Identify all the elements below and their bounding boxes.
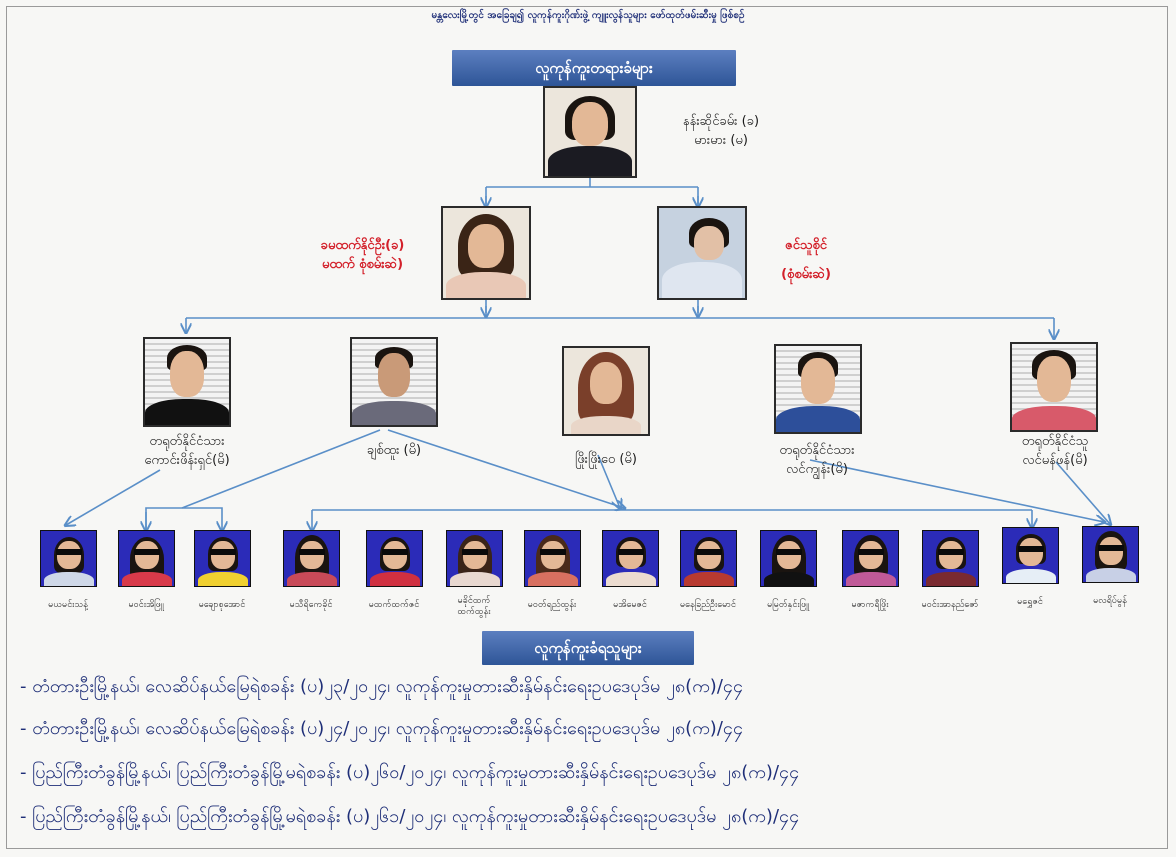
- level3-label-2: ချစ်ထူး (မိ): [344, 441, 444, 460]
- victim-photo-9: [680, 530, 737, 587]
- victim-name-6: မခိုင်ထက်: [457, 596, 491, 606]
- ringleader-name: နန်းဆိုင်ခမ်း (ခ): [682, 114, 760, 129]
- victim-name-8: မအိမေဇင်: [613, 600, 647, 610]
- victim-photo-14: [1082, 526, 1139, 583]
- level2-name-1: ခမထက်နိုင်ဦး(ခ): [320, 238, 405, 253]
- page-title: မန္တလေးမြို့တွင် အခြေချ၍ လူကုန်ကူးဂိုဏ်း…: [431, 10, 745, 21]
- level3-name-3: ဖြိုးဖြိုးဝေ (မိ): [575, 452, 637, 467]
- level3-photo-4: [774, 344, 862, 434]
- victim-label-4: မသီရိကေခိုင်: [271, 600, 351, 611]
- victim-name-9: မနေခြည်ဦးမောင်: [680, 600, 736, 610]
- victim-label-2: မဝင်းအိဖြူ: [106, 600, 186, 611]
- page-frame: [6, 6, 1168, 849]
- victim-label-9: မနေခြည်ဦးမောင်: [668, 600, 748, 611]
- level3-name-2: ချစ်ထူး (မိ): [366, 443, 422, 458]
- level2-label-1: ခမထက်နိုင်ဦး(ခ) မထက် စုံစမ်းဆဲ): [290, 236, 435, 274]
- victim-name-6b: ထက်ထွန်း: [457, 607, 491, 617]
- connector-level2: [186, 299, 1054, 319]
- victim-name-2: မဝင်းအိဖြူ: [128, 600, 164, 610]
- victim-name-12: မဝင်းအာနည်ဇော်: [921, 600, 979, 610]
- level3-role-1: ကောင်းဖိန်းရှင်(မိ): [144, 453, 230, 468]
- level2-photo-1: [441, 206, 531, 300]
- connector-ringleader: [485, 178, 699, 204]
- level3-label-4: တရုတ်နိုင်ငံသား လင်ကျွန်း(မိ): [752, 441, 882, 479]
- case-line-1: - တံတားဦးမြို့နယ်၊ လေဆိပ်နယ်မြေရဲစခန်း (…: [20, 676, 744, 697]
- level2-role-1: မထက် စုံစမ်းဆဲ): [321, 257, 404, 272]
- arrow-l3-2-down: [181, 429, 381, 509]
- victim-photo-10: [760, 530, 817, 587]
- victim-photo-13: [1002, 527, 1059, 584]
- victim-photo-6: [446, 530, 503, 587]
- victim-name-1: မယမင်းသန့်: [48, 600, 88, 610]
- ringleader-role: မားမား (မ): [694, 133, 748, 148]
- level2-label-2: ဇင်သူစိုင် (စုံစမ်းဆဲ): [766, 236, 846, 284]
- ringleader-label: နန်းဆိုင်ခမ်း (ခ) မားမား (မ): [666, 112, 776, 150]
- victim-name-4: မသီရိကေခိုင်: [289, 600, 333, 610]
- level3-name-4: တရုတ်နိုင်ငံသား: [779, 443, 855, 458]
- level2-name-2: ဇင်သူစိုင်: [784, 238, 828, 253]
- victims-banner: လူကုန်ကူးခံရသူများ: [482, 631, 694, 665]
- victim-label-7: မဝတ်ရည်ထွန်း: [512, 600, 592, 611]
- victim-name-14: မလရိပ်မွန်: [1093, 596, 1127, 606]
- victim-photo-7: [524, 530, 581, 587]
- level3-role-5: လင်မန်ဖန်(မိ): [1022, 453, 1088, 468]
- level3-label-3: ဖြိုးဖြိုးဝေ (မိ): [556, 450, 656, 469]
- level2-photo-2: [657, 206, 747, 300]
- victim-photo-12: [922, 530, 979, 587]
- victim-label-14: မလရိပ်မွန်: [1070, 596, 1150, 607]
- bracket-victims-2-3: [145, 507, 222, 530]
- level3-photo-3: [562, 346, 650, 436]
- victim-label-12: မဝင်းအာနည်ဇော်: [910, 600, 990, 611]
- level3-photo-2: [350, 337, 438, 427]
- case-line-2: - တံတားဦးမြို့နယ်၊ လေဆိပ်နယ်မြေရဲစခန်း (…: [20, 718, 744, 739]
- victim-label-11: မဇာကရီဖြိုး: [830, 600, 910, 611]
- arrow-l3-4-to-victim-14: [809, 459, 1104, 522]
- level3-photo-1: [143, 337, 231, 427]
- case-line-4: - ပြည်ကြီးတံခွန်မြို့နယ်၊ ပြည်ကြီးတံခွန်…: [20, 806, 800, 827]
- suspects-banner: လူကုန်ကူးတရားခံများ: [452, 50, 736, 86]
- level3-photo-5: [1010, 342, 1098, 432]
- victim-label-8: မအိမေဇင်: [590, 600, 670, 611]
- victim-photo-1: [40, 530, 97, 587]
- victim-label-5: မထက်ထက်ဇင်: [354, 600, 434, 611]
- arrow-l3-3-to-bracket: [597, 454, 620, 508]
- arrow-l3-2-to-l3-3-area: [387, 429, 624, 508]
- ringleader-photo: [543, 86, 637, 178]
- victim-label-10: မမြတ်နှင်းဖြူ: [748, 600, 828, 611]
- arrow-l3-5-to-victim-14: [1055, 461, 1110, 524]
- victim-name-3: မချောစုအောင်: [198, 600, 246, 610]
- level3-name-1: တရုတ်နိုင်ငံသား: [149, 434, 225, 449]
- victim-photo-8: [602, 530, 659, 587]
- victim-label-13: မရွှေဇင်: [990, 597, 1070, 608]
- victim-name-11: မဇာကရီဖြိုး: [851, 600, 889, 610]
- victim-name-7: မဝတ်ရည်ထွန်း: [527, 600, 577, 610]
- level3-name-5: တရုတ်နိုင်ငံသူ: [1021, 434, 1089, 449]
- level2-role-2: (စုံစမ်းဆဲ): [781, 267, 831, 282]
- level3-role-4: လင်ကျွန်း(မိ): [786, 462, 848, 477]
- victim-name-10: မမြတ်နှင်းဖြူ: [767, 600, 809, 610]
- level3-label-5: တရုတ်နိုင်ငံသူ လင်မန်ဖန်(မိ): [990, 432, 1120, 470]
- victim-photo-2: [118, 530, 175, 587]
- victim-photo-5: [366, 530, 423, 587]
- victim-label-3: မချောစုအောင်: [182, 600, 262, 611]
- victim-label-1: မယမင်းသန့်: [28, 600, 108, 611]
- level3-label-1: တရုတ်နိုင်ငံသား ကောင်းဖိန်းရှင်(မိ): [122, 432, 252, 470]
- victim-photo-3: [194, 530, 251, 587]
- victim-photo-4: [283, 530, 340, 587]
- victim-label-6: မခိုင်ထက်ထက်ထွန်း: [434, 596, 514, 618]
- case-line-3: - ပြည်ကြီးတံခွန်မြို့နယ်၊ ပြည်ကြီးတံခွန်…: [20, 762, 800, 783]
- arrow-l3-1-to-victim-1: [66, 469, 161, 525]
- victim-photo-11: [842, 530, 899, 587]
- victim-name-5: မထက်ထက်ဇင်: [368, 600, 420, 610]
- victim-name-13: မရွှေဇင်: [1017, 597, 1043, 607]
